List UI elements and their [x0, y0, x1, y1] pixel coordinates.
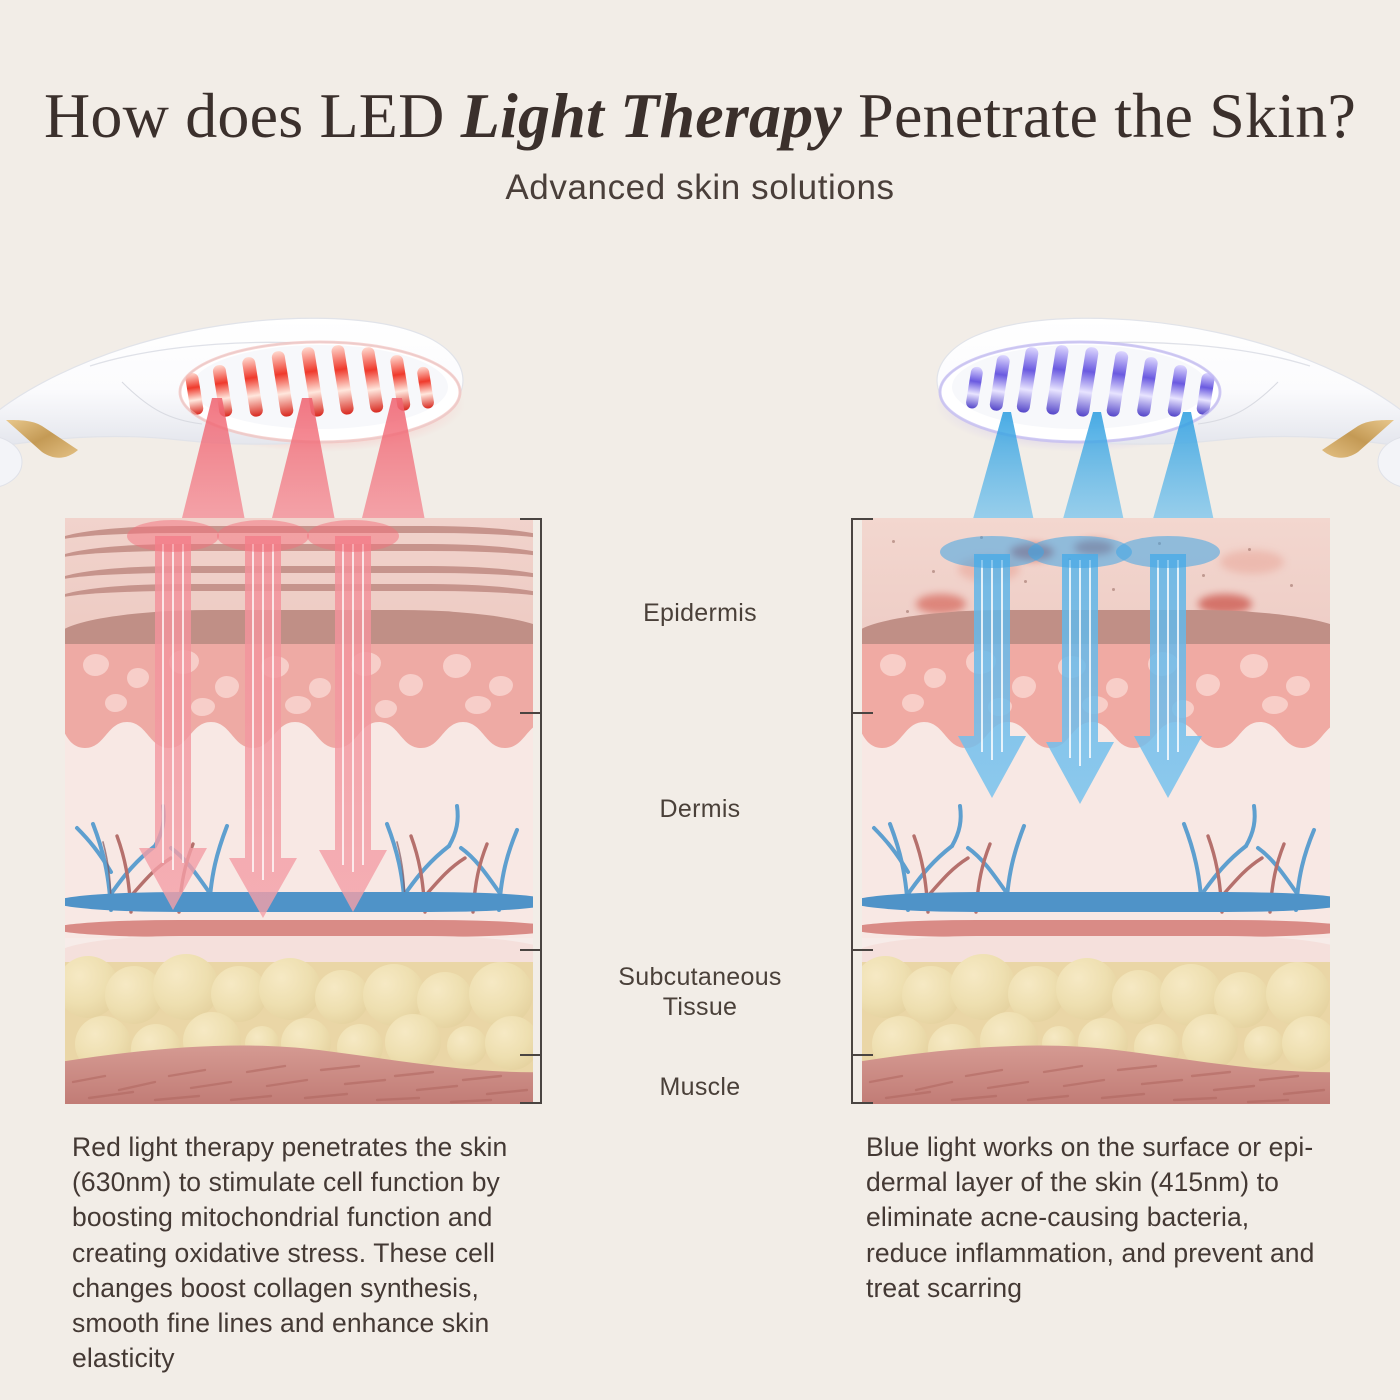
corneum-wave-2	[65, 544, 533, 577]
muscle-layer	[862, 1045, 1330, 1104]
blue-light-beams	[940, 536, 1220, 804]
pore	[892, 540, 895, 543]
fat-globule	[950, 954, 1016, 1020]
deep-artery	[65, 920, 533, 937]
deep-artery	[862, 920, 1330, 937]
title-part1: How does LED	[43, 80, 461, 151]
fat-globule	[1244, 1026, 1284, 1066]
fat-globule	[447, 1026, 487, 1066]
red-light-cones	[180, 398, 426, 526]
corneum-wave-3	[65, 566, 533, 599]
bracket-right-tick-2	[851, 949, 873, 951]
bracket-right-tick-1	[851, 712, 873, 714]
epidermal-cell	[902, 694, 924, 712]
pore	[1290, 584, 1293, 587]
blue-light-cones	[971, 412, 1215, 526]
layer-label-subcutaneous: Subcutaneous Tissue	[570, 962, 830, 1022]
bracket-left-tick-1	[520, 712, 542, 714]
layer-label-muscle: Muscle	[570, 1072, 830, 1102]
bracket-left-tick-2	[520, 949, 542, 951]
acne-spot	[1220, 550, 1284, 574]
layer-label-dermis-text: Dermis	[659, 795, 741, 823]
bracket-left-tick-top	[520, 518, 542, 520]
epidermal-cell	[309, 678, 331, 698]
fat-globule	[485, 1016, 533, 1070]
page-title: How does LED Light Therapy Penetrate the…	[0, 84, 1400, 148]
layer-label-epidermis: Epidermis	[570, 598, 830, 628]
bracket-right-tick-3	[851, 1054, 873, 1056]
bracket-right-tick-bottom	[851, 1102, 873, 1104]
acne-spot	[1198, 594, 1252, 614]
epidermal-cell	[1106, 678, 1128, 698]
epidermal-cell	[465, 696, 491, 714]
fat-globule	[315, 970, 369, 1024]
bracket-left-tick-bottom	[520, 1102, 542, 1104]
epidermal-cell	[1012, 676, 1036, 698]
skin-cross-section-blue	[862, 518, 1330, 1104]
epidermal-cell	[1262, 696, 1288, 714]
pore	[932, 570, 935, 573]
title-part2: Penetrate the Skin?	[841, 80, 1357, 151]
pore	[1024, 580, 1027, 583]
epidermal-cell	[215, 676, 239, 698]
pore	[1112, 588, 1115, 591]
skin-cross-section-red	[65, 518, 533, 1104]
fat-globule	[1112, 970, 1166, 1024]
epidermal-cell	[489, 676, 513, 696]
fat-globule	[469, 962, 533, 1026]
fat-globule	[1282, 1016, 1330, 1070]
layer-label-subcutaneous-text: Subcutaneous	[618, 963, 782, 991]
caption-blue-light: Blue light works on the surface or epi-d…	[866, 1132, 1315, 1303]
bracket-left-tick-3	[520, 1054, 542, 1056]
epidermal-cell	[375, 700, 397, 718]
epidermal-cell	[880, 654, 906, 676]
epidermal-cell	[83, 654, 109, 676]
epidermal-cell	[127, 668, 149, 688]
bracket-right	[851, 518, 853, 1104]
pore	[1202, 574, 1205, 577]
epidermal-cell	[1286, 676, 1310, 696]
epidermal-cell	[399, 674, 423, 696]
acne-spot	[916, 594, 966, 614]
corneum-wave-4	[65, 584, 533, 617]
epidermal-cell	[191, 698, 215, 716]
red-light-beams	[127, 520, 399, 918]
title-emphasis: Light Therapy	[460, 80, 842, 151]
epidermal-cell	[1196, 674, 1220, 696]
layer-label-subcutaneous-text2: Tissue	[662, 993, 738, 1021]
pore	[906, 610, 909, 613]
fat-globule	[259, 958, 321, 1020]
bracket-left	[540, 518, 542, 1104]
epidermal-cell	[285, 696, 311, 714]
epidermal-cell	[443, 654, 471, 678]
layer-label-dermis: Dermis	[570, 794, 830, 824]
page-subtitle: Advanced skin solutions	[505, 168, 895, 207]
fat-globule	[1056, 958, 1118, 1020]
layer-label-epidermis-text: Epidermis	[643, 599, 757, 627]
pore	[1248, 548, 1251, 551]
bracket-right-tick-top	[851, 518, 873, 520]
caption-red-light: Red light therapy penetrates the skin (6…	[72, 1132, 508, 1374]
epidermal-cell	[105, 694, 127, 712]
fat-globule	[153, 954, 219, 1020]
deep-vein	[862, 892, 1330, 912]
muscle-layer	[65, 1045, 533, 1104]
epidermal-cell	[924, 668, 946, 688]
fat-globule	[1266, 962, 1330, 1026]
deep-vein	[65, 892, 533, 912]
epidermal-cell	[1240, 654, 1268, 678]
layer-label-muscle-text: Muscle	[659, 1073, 741, 1101]
